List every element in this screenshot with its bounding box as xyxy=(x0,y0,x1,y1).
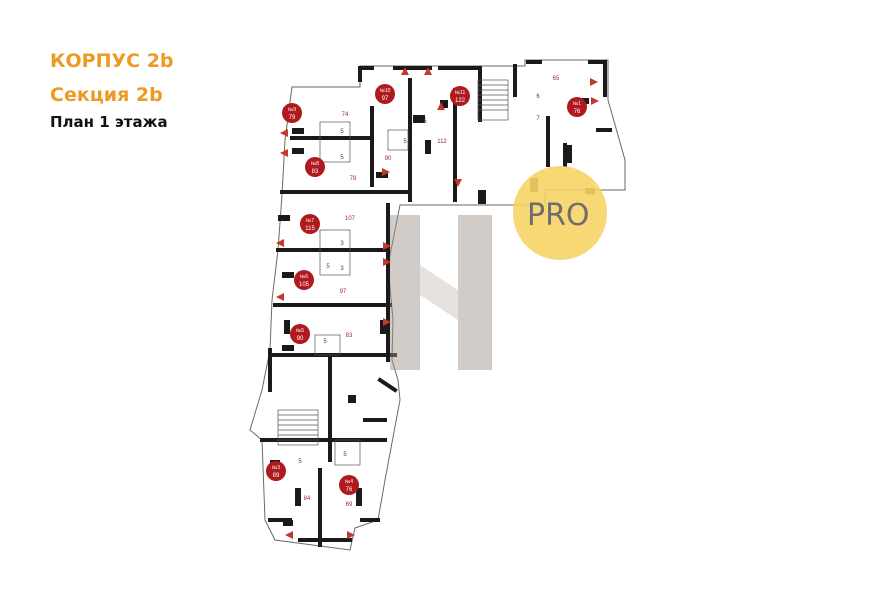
small-room-label: 5 xyxy=(403,139,407,145)
svg-text:122: 122 xyxy=(455,98,466,104)
svg-text:76: 76 xyxy=(574,109,581,115)
svg-text:№8: №8 xyxy=(311,161,319,167)
pro-badge-text: PRO xyxy=(527,198,590,233)
entrance-arrows xyxy=(276,67,599,539)
room-area-label: 107 xyxy=(345,216,356,222)
room-area-label: 112 xyxy=(437,139,447,145)
svg-text:№5: №5 xyxy=(296,328,304,334)
room-area-label: 83 xyxy=(346,333,353,339)
room-area-label: 84 xyxy=(304,496,311,502)
svg-text:№4: №4 xyxy=(345,479,353,485)
svg-text:№10: №10 xyxy=(380,88,391,94)
stairs xyxy=(277,79,509,466)
small-room-label: 3 xyxy=(340,266,344,272)
small-room-label: 5 xyxy=(340,129,344,135)
svg-text:89: 89 xyxy=(273,473,280,479)
svg-text:№9: №9 xyxy=(288,107,296,113)
svg-text:№7: №7 xyxy=(306,218,314,224)
small-room-label: 5 xyxy=(298,459,302,465)
room-area-label: 97 xyxy=(340,289,347,295)
svg-text:105: 105 xyxy=(299,282,310,288)
room-area-label: 78 xyxy=(350,176,357,182)
room-area-label: 90 xyxy=(385,156,392,162)
svg-text:115: 115 xyxy=(305,226,315,232)
small-room-label: 5 xyxy=(323,339,327,345)
svg-text:83: 83 xyxy=(312,169,319,175)
small-room-label: 6 xyxy=(536,94,540,100)
small-room-label: 7 xyxy=(536,116,540,122)
svg-text:76: 76 xyxy=(346,487,353,493)
watermark-pro-badge: PRO xyxy=(513,166,607,260)
building-title: КОРПУС 2b xyxy=(50,50,174,72)
room-area-label: 69 xyxy=(346,502,353,508)
walls xyxy=(260,60,612,547)
small-room-label: 3 xyxy=(340,241,344,247)
svg-text:№1: №1 xyxy=(573,101,581,107)
svg-text:79: 79 xyxy=(289,115,296,121)
room-area-label: 65 xyxy=(553,76,560,82)
room-area-label: 74 xyxy=(342,112,349,118)
small-room-label: 6 xyxy=(423,119,427,125)
section-title: Секция 2b xyxy=(50,84,163,106)
svg-text:№11: №11 xyxy=(455,90,466,96)
small-room-label: 5 xyxy=(343,452,347,458)
svg-text:№3: №3 xyxy=(272,465,280,471)
small-room-label: 5 xyxy=(340,155,344,161)
svg-text:90: 90 xyxy=(297,336,304,342)
watermark-h-logo xyxy=(390,215,492,370)
svg-text:97: 97 xyxy=(382,96,389,102)
small-room-label: 5 xyxy=(326,264,330,270)
floor-plan-subtitle: План 1 этажа xyxy=(50,113,168,131)
svg-text:№6: №6 xyxy=(300,274,308,280)
